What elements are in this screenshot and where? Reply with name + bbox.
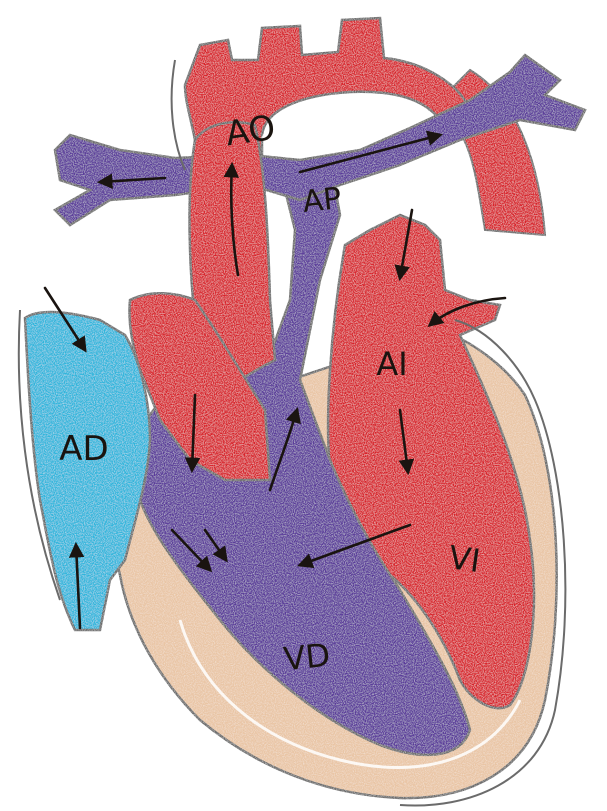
label-right-atrium: AD [59, 429, 108, 469]
label-left-atrium: AI [376, 345, 407, 383]
label-pulmonary-artery: AP [301, 181, 343, 220]
label-aorta: AO [223, 108, 278, 154]
label-left-ventricle: VI [446, 538, 482, 580]
label-right-ventricle: VD [282, 636, 332, 679]
vessel-outline-top [172, 60, 185, 170]
